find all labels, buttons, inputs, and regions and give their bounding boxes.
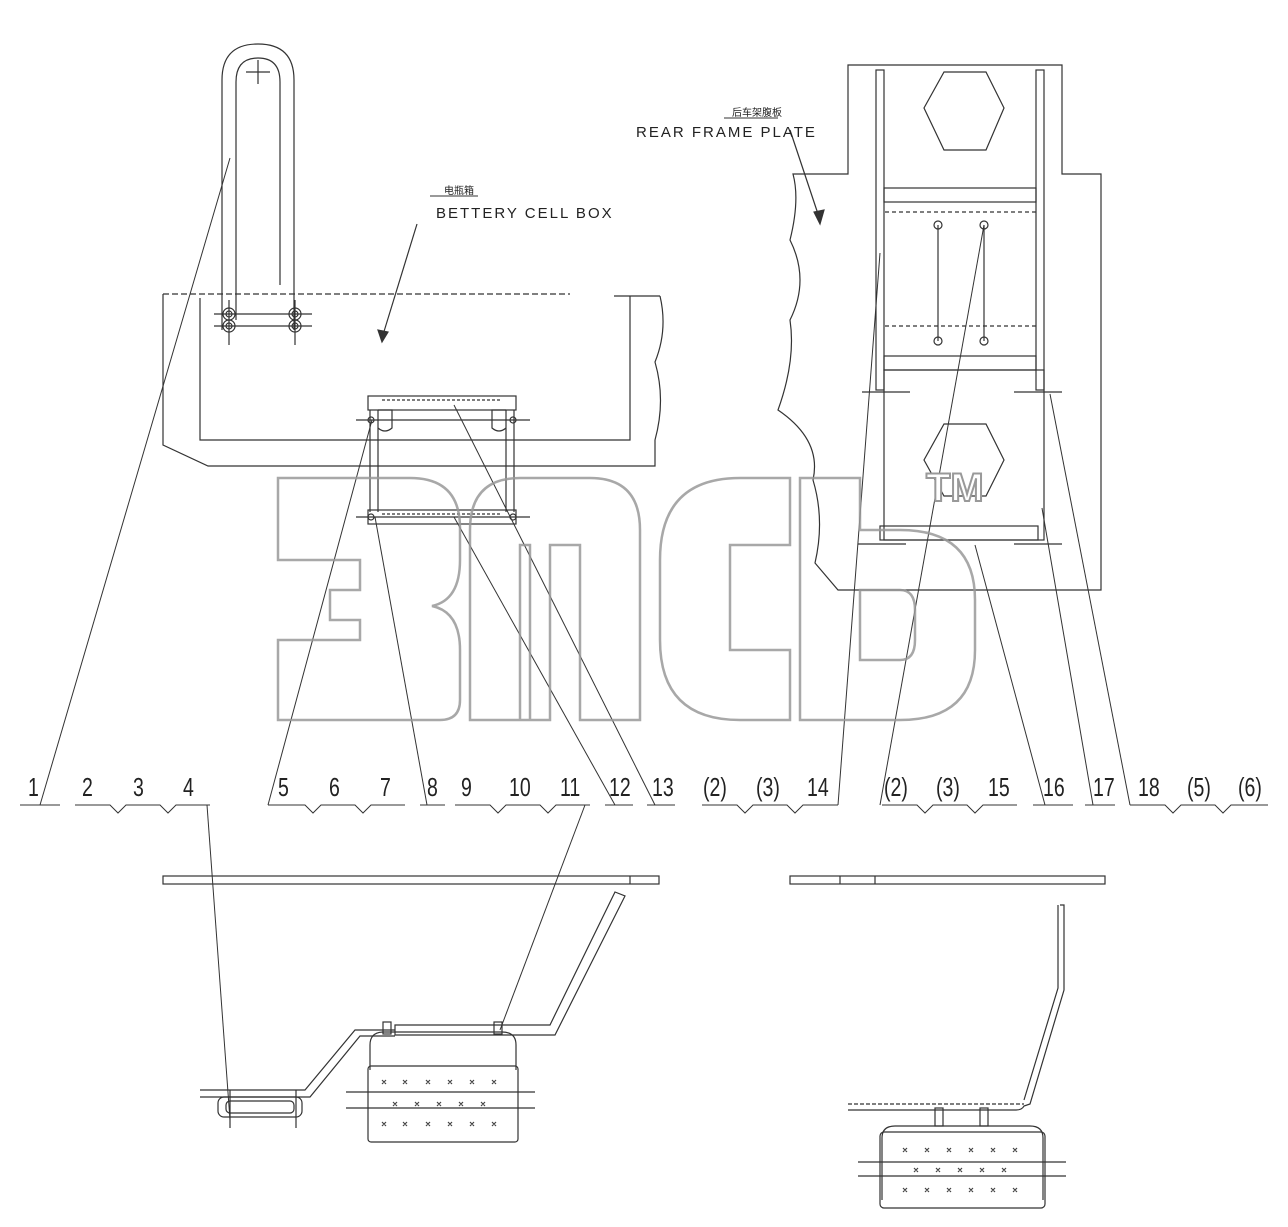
rear-ladder	[858, 69, 1062, 545]
leader-lines	[20, 157, 1268, 1121]
battery-side-view	[162, 875, 660, 1143]
callout-13: 13	[652, 772, 674, 802]
step-ladder-front	[356, 395, 530, 525]
rear-frame-plate-outline	[777, 64, 1102, 591]
battery-arrow	[381, 223, 418, 339]
battery-box-outline	[162, 293, 664, 467]
callout-6: 6	[329, 772, 340, 802]
callout-2-ref-a: (2)	[703, 772, 727, 802]
callout-5: 5	[278, 772, 289, 802]
battery-box-cn-label: 电瓶箱	[444, 186, 474, 197]
watermark-trademark: TM	[925, 465, 985, 511]
callout-8: 8	[427, 772, 438, 802]
callout-7: 7	[380, 772, 391, 802]
callout-14: 14	[807, 772, 829, 802]
callout-2: 2	[82, 772, 93, 802]
callout-17: 17	[1093, 772, 1115, 802]
watermark-logo	[276, 476, 977, 722]
rear-side-view	[789, 875, 1106, 1209]
callout-6-ref: (6)	[1238, 772, 1262, 802]
battery-box-label: BETTERY CELL BOX	[436, 205, 614, 222]
callout-15: 15	[988, 772, 1010, 802]
callout-4: 4	[183, 772, 194, 802]
callout-11: 11	[560, 772, 581, 802]
rear-frame-cn-label: 后车架腹板	[732, 108, 782, 119]
rear-arrow	[789, 129, 821, 221]
callout-5-ref: (5)	[1187, 772, 1211, 802]
perforation-marks	[381, 1079, 1018, 1193]
callout-3-ref-b: (3)	[936, 772, 960, 802]
callout-2-ref-b: (2)	[884, 772, 908, 802]
callout-3: 3	[133, 772, 144, 802]
callout-12: 12	[609, 772, 631, 802]
callout-1: 1	[28, 772, 39, 802]
callout-10: 10	[509, 772, 531, 802]
callout-18: 18	[1138, 772, 1160, 802]
callout-9: 9	[461, 772, 472, 802]
rear-frame-label: REAR FRAME PLATE	[636, 124, 817, 141]
callout-3-ref-a: (3)	[756, 772, 780, 802]
handrail-u	[214, 43, 312, 345]
callout-16: 16	[1043, 772, 1065, 802]
